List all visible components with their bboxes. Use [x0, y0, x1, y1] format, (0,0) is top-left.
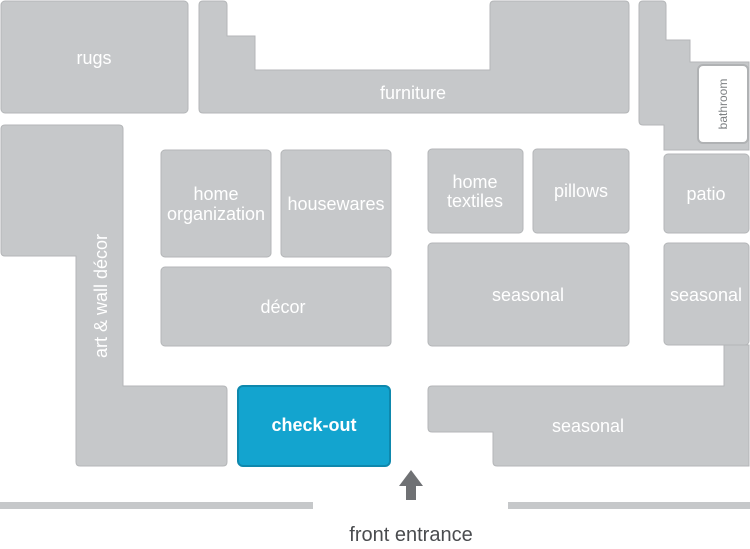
zone-art-wall-decor-label: art & wall décor — [91, 234, 111, 358]
zone-bathroom[interactable]: bathroom — [697, 64, 749, 144]
front-wall-right — [508, 502, 750, 509]
zone-patio-label: patio — [686, 184, 725, 204]
zone-seasonal-center-label: seasonal — [492, 285, 564, 305]
zone-home-organization-label-line2: organization — [167, 204, 265, 224]
zone-seasonal-bottom[interactable]: seasonal — [427, 344, 750, 467]
zone-pillows-label: pillows — [554, 181, 608, 201]
zone-housewares[interactable]: housewares — [280, 149, 392, 258]
zone-seasonal-bottom-label: seasonal — [552, 416, 624, 436]
zone-patio[interactable]: patio — [663, 153, 750, 234]
zone-furniture-label: furniture — [380, 83, 446, 103]
zone-pillows[interactable]: pillows — [532, 148, 630, 234]
zone-rugs-label: rugs — [76, 48, 111, 68]
zone-home-textiles-label-line1: home — [452, 172, 497, 192]
zone-decor[interactable]: décor — [160, 266, 392, 347]
zone-housewares-label: housewares — [287, 194, 384, 214]
zone-seasonal-center[interactable]: seasonal — [427, 242, 630, 347]
zone-seasonal-right[interactable]: seasonal — [663, 242, 750, 346]
front-entrance-label: front entrance — [349, 524, 472, 546]
front-wall-left — [0, 502, 313, 509]
zone-seasonal-right-label: seasonal — [670, 285, 742, 305]
arrow-up-icon — [399, 470, 423, 500]
zone-furniture[interactable]: furniture — [198, 0, 630, 114]
zone-rugs[interactable]: rugs — [0, 0, 189, 114]
zone-decor-label: décor — [260, 297, 305, 317]
zone-checkout[interactable]: check-out — [237, 385, 391, 467]
zone-checkout-label: check-out — [271, 415, 356, 435]
zone-home-organization-label-line1: home — [193, 184, 238, 204]
zone-art-wall-decor[interactable]: art & wall décor — [0, 124, 228, 467]
zone-home-textiles[interactable]: home textiles — [427, 148, 524, 234]
zone-home-textiles-label-line2: textiles — [447, 191, 503, 211]
zone-home-organization[interactable]: home organization — [160, 149, 272, 258]
zone-bathroom-label: bathroom — [716, 79, 730, 130]
